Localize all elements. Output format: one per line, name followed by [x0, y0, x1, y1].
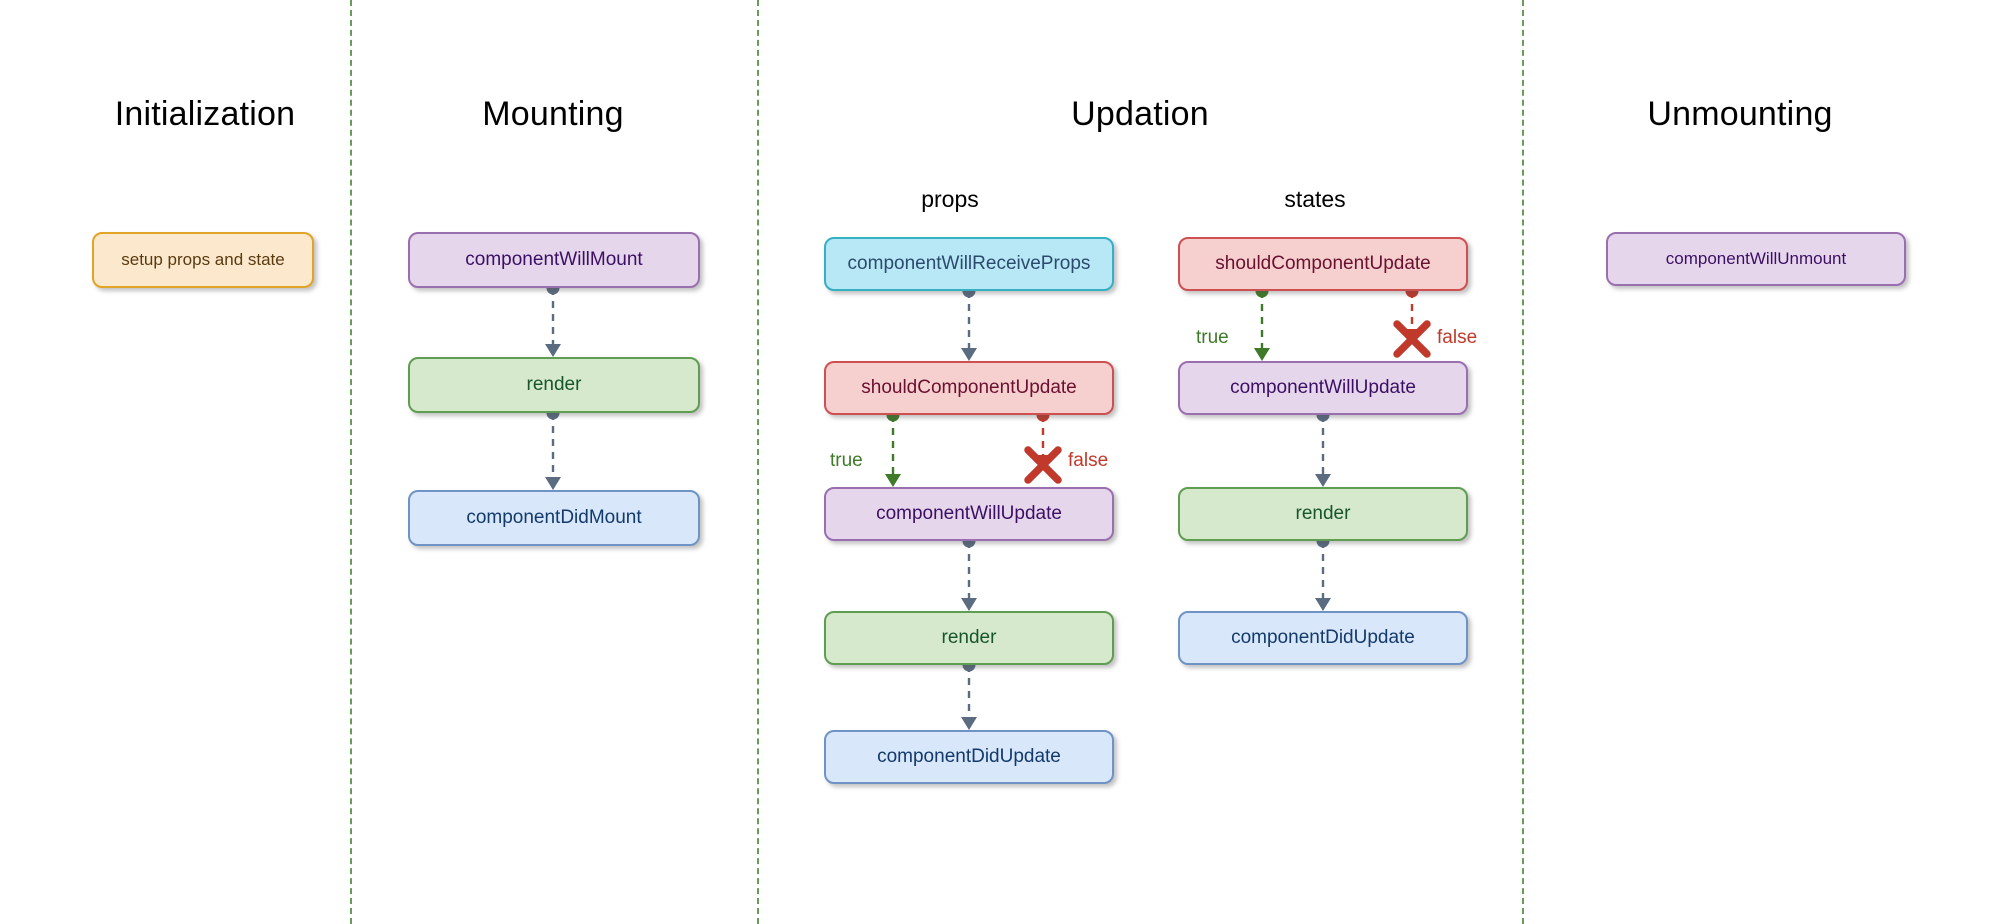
divider-3: [1522, 0, 1524, 924]
divider-2: [757, 0, 759, 924]
node-props-component-did-update[interactable]: componentDidUpdate: [824, 730, 1114, 784]
section-title-initialization: Initialization: [114, 95, 296, 133]
states-true-label: true: [1196, 327, 1229, 348]
node-mounting-render[interactable]: render: [408, 357, 700, 413]
props-false-label: false: [1068, 450, 1109, 471]
node-states-component-did-update[interactable]: componentDidUpdate: [1178, 611, 1468, 665]
node-states-render[interactable]: render: [1178, 487, 1468, 541]
sub-column-label-states: states: [1284, 186, 1346, 212]
section-title-mounting: Mounting: [482, 95, 624, 133]
node-setup-props-and-state[interactable]: setup props and state: [92, 232, 314, 288]
node-props-render[interactable]: render: [824, 611, 1114, 665]
node-states-component-will-update[interactable]: componentWillUpdate: [1178, 361, 1468, 415]
node-mounting-component-did-mount[interactable]: componentDidMount: [408, 490, 700, 546]
node-props-component-will-receive-props[interactable]: componentWillReceiveProps: [824, 237, 1114, 291]
node-states-should-component-update[interactable]: shouldComponentUpdate: [1178, 237, 1468, 291]
node-props-component-will-update[interactable]: componentWillUpdate: [824, 487, 1114, 541]
divider-1: [350, 0, 352, 924]
sub-column-label-props: props: [921, 186, 979, 212]
node-props-should-component-update[interactable]: shouldComponentUpdate: [824, 361, 1114, 415]
props-true-label: true: [830, 450, 863, 471]
section-title-updation: Updation: [1071, 95, 1209, 133]
section-title-unmounting: Unmounting: [1647, 95, 1833, 133]
states-false-label: false: [1437, 327, 1478, 348]
node-mounting-component-will-mount[interactable]: componentWillMount: [408, 232, 700, 288]
node-component-will-unmount[interactable]: componentWillUnmount: [1606, 232, 1906, 286]
